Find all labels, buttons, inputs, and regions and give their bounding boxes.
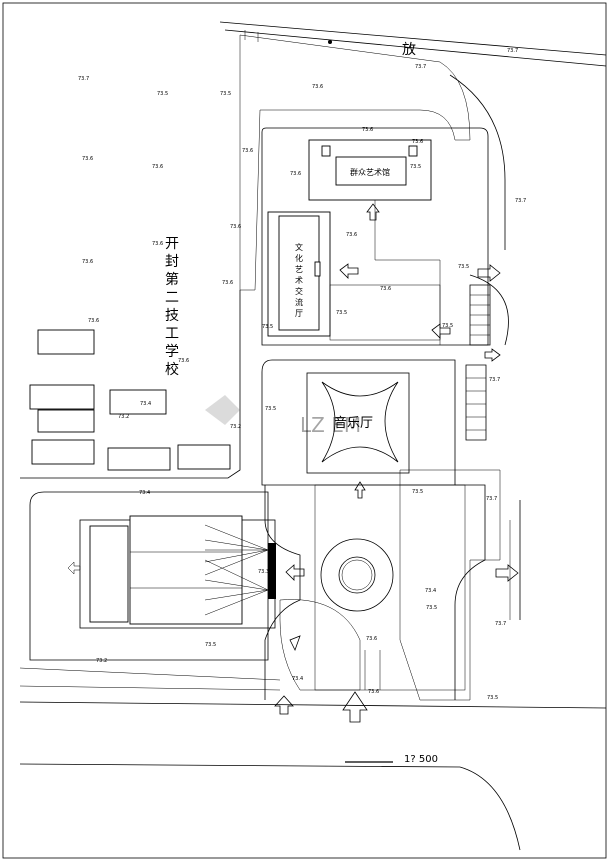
southwest-plot: [29, 491, 276, 661]
svg-text:工: 工: [165, 326, 179, 342]
svg-text:73.4: 73.4: [292, 676, 303, 682]
svg-text:73.6: 73.6: [290, 171, 301, 177]
svg-text:73.5: 73.5: [336, 310, 347, 316]
svg-text:73.5: 73.5: [458, 264, 469, 270]
north-complex: [261, 127, 489, 346]
concert-plot: [261, 359, 456, 486]
entry-arrows: [67, 203, 521, 723]
svg-text:LZ EM: LZ EM: [300, 413, 361, 437]
svg-text:73.6: 73.6: [152, 241, 163, 247]
concert-hall-label: 音乐厅: [334, 415, 373, 431]
parking-bays: [465, 274, 509, 441]
svg-text:化: 化: [295, 253, 303, 263]
residential-blocks: [29, 329, 231, 471]
svg-text:校: 校: [165, 361, 179, 378]
svg-text:73.5: 73.5: [412, 489, 423, 495]
svg-text:73.6: 73.6: [242, 148, 253, 154]
svg-text:73.7: 73.7: [415, 64, 426, 70]
svg-text:73.4: 73.4: [425, 588, 436, 594]
svg-text:交: 交: [295, 286, 303, 296]
svg-text:73.5: 73.5: [262, 324, 273, 330]
school-boundary: [20, 290, 241, 479]
road-label: 放: [402, 42, 416, 58]
svg-text:73.6: 73.6: [368, 689, 379, 695]
svg-text:艺: 艺: [295, 265, 303, 274]
svg-text:流: 流: [295, 297, 303, 307]
svg-text:73.5: 73.5: [220, 91, 231, 97]
svg-text:73.2: 73.2: [230, 424, 241, 430]
watermark-logo: LZ EM: [205, 395, 361, 437]
southwest-green: [279, 599, 361, 691]
svg-text:73.5: 73.5: [157, 91, 168, 97]
svg-text:73.4: 73.4: [139, 490, 150, 496]
svg-text:学: 学: [165, 344, 179, 360]
svg-text:73.5: 73.5: [265, 406, 276, 412]
svg-text:73.7: 73.7: [515, 198, 526, 204]
svg-text:73.7: 73.7: [78, 76, 89, 82]
svg-text:73.6: 73.6: [178, 358, 189, 364]
bottom-road: [19, 667, 607, 851]
svg-text:73.5: 73.5: [442, 323, 453, 329]
school-label: 开 封 第 二 技 工 学 校: [165, 236, 179, 378]
svg-text:73.6: 73.6: [362, 127, 373, 133]
svg-text:文: 文: [295, 242, 303, 252]
svg-text:73.6: 73.6: [88, 318, 99, 324]
culture-hall-label: 文 化 艺 术 交 流 厅: [295, 242, 303, 318]
svg-text:73.6: 73.6: [152, 164, 163, 170]
plaza: [264, 484, 486, 700]
svg-text:73.6: 73.6: [380, 286, 391, 292]
svg-text:73.5: 73.5: [487, 695, 498, 701]
svg-text:73.7: 73.7: [486, 496, 497, 502]
east-green: [399, 469, 501, 701]
top-road: [219, 21, 607, 250]
svg-text:73.2: 73.2: [118, 414, 129, 420]
svg-text:73.6: 73.6: [312, 84, 323, 90]
svg-text:73.5: 73.5: [410, 164, 421, 170]
svg-text:73.6: 73.6: [222, 280, 233, 286]
scale-label: 1? 500: [404, 754, 438, 765]
svg-text:二: 二: [165, 290, 179, 306]
svg-text:73.7: 73.7: [507, 48, 518, 54]
svg-text:第: 第: [165, 271, 179, 288]
svg-text:73.6: 73.6: [346, 232, 357, 238]
svg-text:73.4: 73.4: [140, 401, 151, 407]
svg-text:厅: 厅: [295, 309, 303, 318]
svg-text:73.6: 73.6: [366, 636, 377, 642]
svg-text:技: 技: [165, 308, 179, 324]
svg-text:73.6: 73.6: [82, 259, 93, 265]
svg-text:73.5: 73.5: [205, 642, 216, 648]
svg-text:73.6: 73.6: [230, 224, 241, 230]
mass-art-center-label: 群众艺术馆: [350, 167, 390, 177]
svg-text:封: 封: [165, 254, 179, 270]
svg-text:术: 术: [295, 275, 303, 285]
spot-elevations: 73.7 73.5 73.5 73.6 73.6 73.6 73.6 73.6 …: [78, 48, 526, 701]
svg-text:73.5: 73.5: [426, 605, 437, 611]
north-green-strip: [239, 34, 471, 291]
svg-text:73.6: 73.6: [412, 139, 423, 145]
svg-text:73.7: 73.7: [495, 621, 506, 627]
svg-text:开: 开: [165, 236, 179, 252]
svg-text:73.7: 73.7: [489, 377, 500, 383]
svg-text:73.2: 73.2: [96, 658, 107, 664]
svg-text:73.6: 73.6: [82, 156, 93, 162]
svg-text:73.3: 73.3: [258, 569, 269, 575]
